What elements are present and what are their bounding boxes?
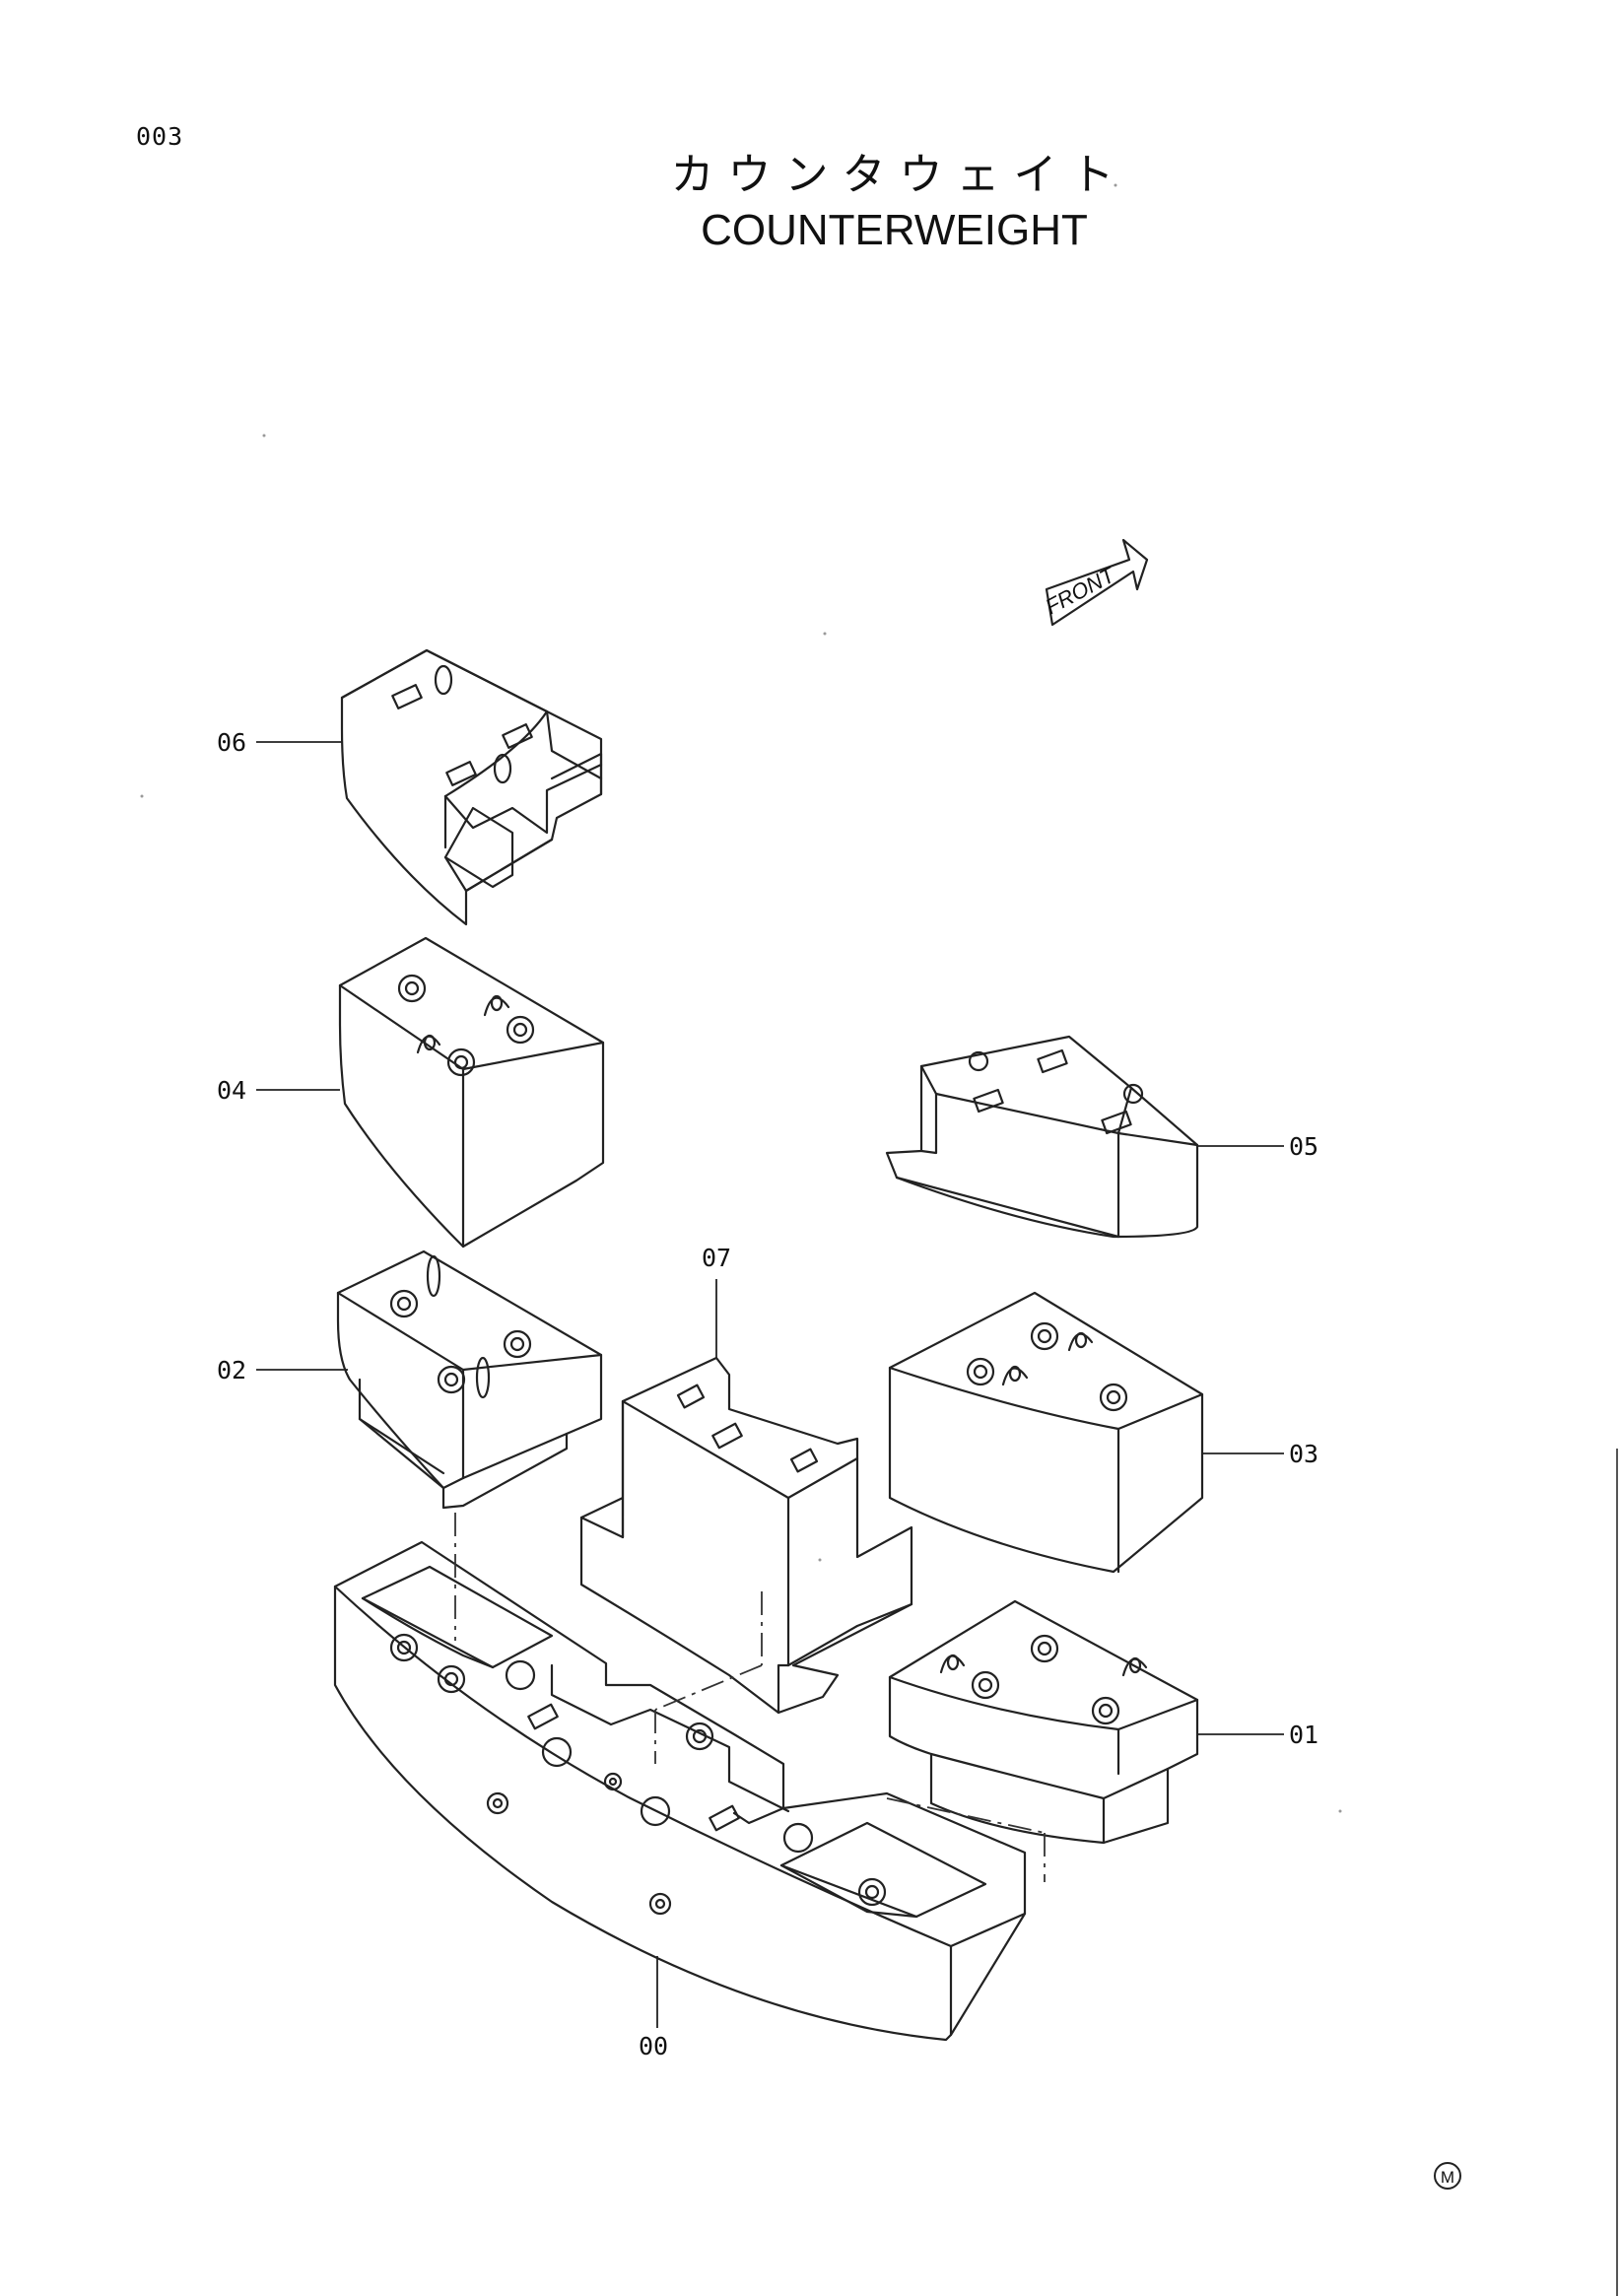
part-02-weight-block [336,1249,603,1510]
part-00-base-weight [333,1540,1027,2042]
part-03-weight-block [888,1291,1204,1574]
part-04-weight-block [338,936,605,1249]
front-arrow-label: FRONT [1042,562,1120,619]
part-05-weight-block [885,1035,1199,1239]
alignment-lines [454,1513,1046,1882]
callout-00: 00 [639,2032,668,2060]
front-arrow-icon: FRONT [1042,538,1149,627]
part-01-weight-block [888,1599,1199,1845]
callout-04: 04 [217,1076,246,1105]
callout-02: 02 [217,1356,246,1384]
title-english: COUNTERWEIGHT [701,206,1088,254]
callout-01: 01 [1289,1721,1318,1749]
callout-03: 03 [1289,1440,1318,1468]
part-06-weight-block [340,648,603,926]
callout-07: 07 [702,1244,731,1272]
scan-artifacts [140,183,1618,2296]
callout-05: 05 [1289,1132,1318,1161]
title-japanese: カウンタウェイト [670,150,1128,200]
footer-mark-label: M [1441,2168,1454,2187]
callout-06: 06 [217,728,246,757]
callout-labels: 06 04 05 07 02 03 01 00 [217,728,1318,2060]
footer-mark-icon: M [1434,2162,1461,2190]
part-07-center-block [579,1356,913,1715]
leader-lines [256,741,1284,2028]
page-number: 003 [136,122,184,151]
title-block: カウンタウェイト COUNTERWEIGHT [0,148,1621,258]
